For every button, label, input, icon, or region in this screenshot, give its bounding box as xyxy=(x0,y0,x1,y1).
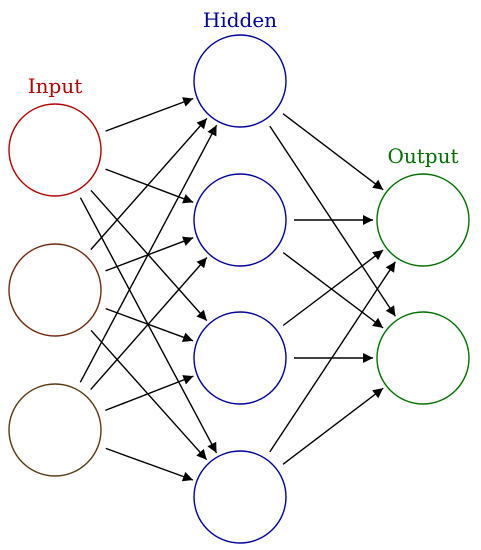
edge-input-3-to-hidden-1 xyxy=(79,124,218,383)
edge-input-2-to-hidden-3 xyxy=(105,307,194,343)
output-layer-label: Output xyxy=(387,144,458,168)
input-3-node xyxy=(8,383,102,477)
edge-input-3-to-hidden-4 xyxy=(105,447,194,482)
hidden-2-node xyxy=(193,173,287,267)
edge-hidden-1-to-output-1 xyxy=(282,113,384,191)
edge-input-1-to-hidden-2 xyxy=(105,168,194,204)
edge-input-1-to-hidden-3 xyxy=(90,189,208,322)
edge-hidden-4-to-output-2 xyxy=(282,387,384,465)
edge-input-2-to-hidden-1 xyxy=(90,117,208,251)
edge-input-2-to-hidden-2 xyxy=(105,236,194,272)
output-2-node xyxy=(376,311,470,405)
hidden-layer-label: Hidden xyxy=(203,8,277,32)
connections xyxy=(79,97,396,482)
output-1-node xyxy=(376,173,470,267)
edge-hidden-2-to-output-2 xyxy=(282,251,384,329)
edge-input-3-to-hidden-3 xyxy=(105,375,194,412)
edge-input-2-to-hidden-4 xyxy=(90,329,208,461)
nodes xyxy=(8,34,470,544)
input-2-node xyxy=(8,243,102,337)
hidden-4-node xyxy=(193,450,287,544)
hidden-1-node xyxy=(193,34,287,128)
hidden-3-node xyxy=(193,311,287,405)
edge-input-1-to-hidden-4 xyxy=(79,197,218,454)
edge-hidden-3-to-output-1 xyxy=(282,249,384,327)
edge-input-3-to-hidden-2 xyxy=(90,257,208,390)
input-layer-label: Input xyxy=(28,74,83,98)
edge-hidden-4-to-output-1 xyxy=(269,261,396,453)
input-1-node xyxy=(8,103,102,197)
edge-input-1-to-hidden-1 xyxy=(105,97,194,132)
edge-hidden-1-to-output-2 xyxy=(269,125,396,317)
